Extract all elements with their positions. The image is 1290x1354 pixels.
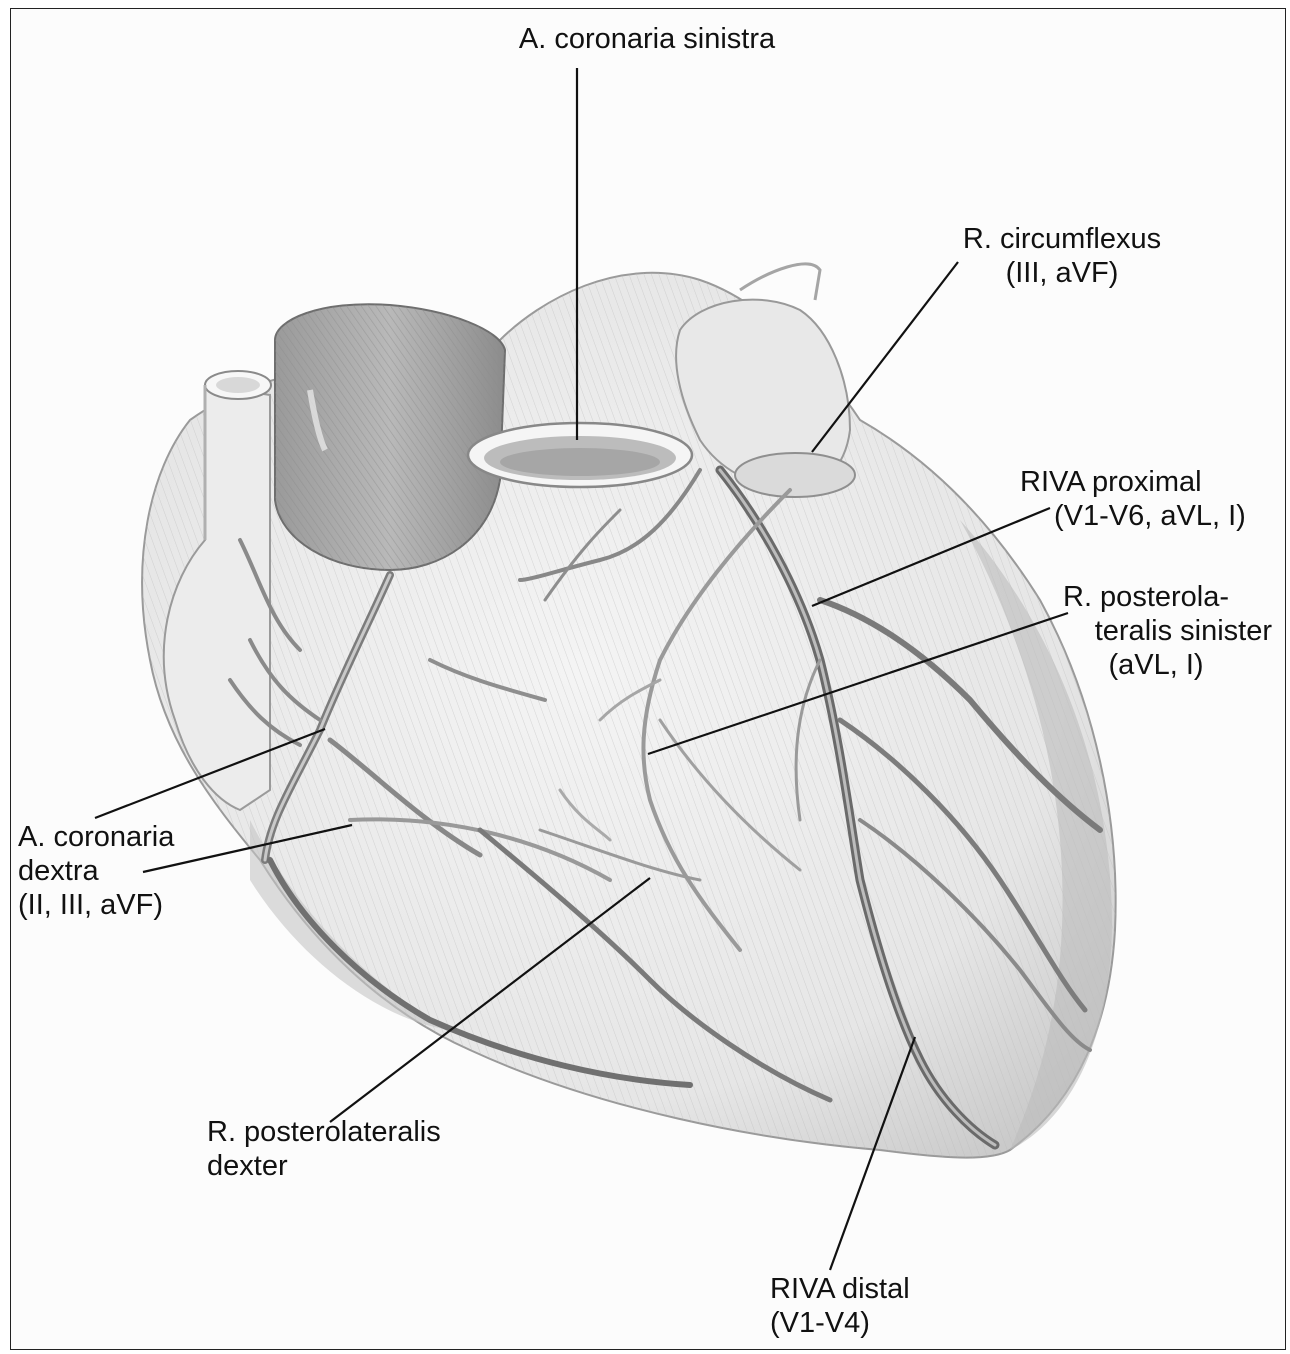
label-line: (II, III, aVF) [18, 888, 174, 922]
label-line: (V1-V4) [770, 1306, 910, 1340]
label-posterolateralis-dexter: R. posterolateralis dexter [207, 1115, 441, 1183]
label-coronaria-sinistra: A. coronaria sinistra [472, 22, 822, 56]
label-line: (III, aVF) [932, 256, 1192, 290]
label-line: RIVA distal [770, 1272, 910, 1306]
label-line: A. coronaria sinistra [472, 22, 822, 56]
label-line: (aVL, I) [1040, 648, 1272, 682]
label-line: A. coronaria [18, 820, 174, 854]
label-line: teralis sinister [1040, 614, 1272, 648]
label-line: R. circumflexus [932, 222, 1192, 256]
label-line: RIVA proximal [1020, 465, 1246, 499]
label-line: dexter [207, 1149, 441, 1183]
label-posterolateralis-sinister: R. posterola- teralis sinister (aVL, I) [1040, 580, 1272, 682]
label-line: R. posterola- [1040, 580, 1272, 614]
label-line: R. posterolateralis [207, 1115, 441, 1149]
label-riva-proximal: RIVA proximal (V1-V6, aVL, I) [1020, 465, 1246, 533]
pulmonary-ring [468, 423, 692, 487]
label-line: dextra [18, 854, 174, 888]
label-line: (V1-V6, aVL, I) [1020, 499, 1246, 533]
label-coronaria-dextra: A. coronaria dextra (II, III, aVF) [18, 820, 174, 922]
aorta [275, 304, 505, 570]
label-circumflexus: R. circumflexus (III, aVF) [932, 222, 1192, 290]
label-riva-distal: RIVA distal (V1-V4) [770, 1272, 910, 1340]
